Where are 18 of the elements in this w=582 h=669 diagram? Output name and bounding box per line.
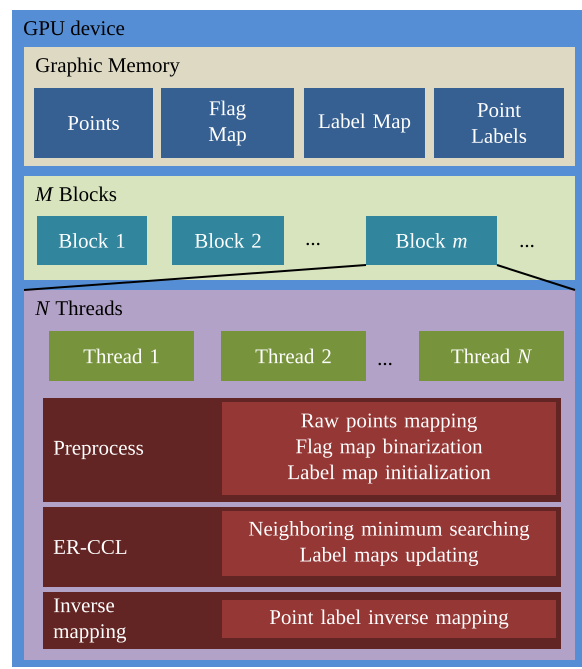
- task-box: Raw points mapping Flag map binarization Label map initialization: [222, 402, 556, 495]
- thread-box: Thread 2: [221, 331, 366, 381]
- memory-box: Point Labels: [434, 88, 564, 158]
- ellipsis: ...: [378, 362, 392, 366]
- block-box: Block 2: [172, 216, 284, 265]
- memory-box: Points: [34, 88, 153, 158]
- zoom-line: [496, 264, 576, 291]
- ellipsis: ...: [306, 242, 320, 246]
- memory-box: Label Map: [304, 88, 425, 158]
- thread-box: Thread 1: [49, 331, 194, 381]
- memory-box: Flag Map: [161, 88, 294, 158]
- block-box: Block m: [366, 216, 497, 265]
- thread-box: Thread N: [419, 331, 564, 381]
- task-box: Point label inverse mapping: [222, 600, 556, 638]
- task-box: Neighboring minimum searching Label maps updating: [222, 511, 556, 576]
- ellipsis: ...: [520, 244, 534, 248]
- block-box: Block 1: [37, 216, 147, 265]
- zoom-line: [24, 264, 366, 291]
